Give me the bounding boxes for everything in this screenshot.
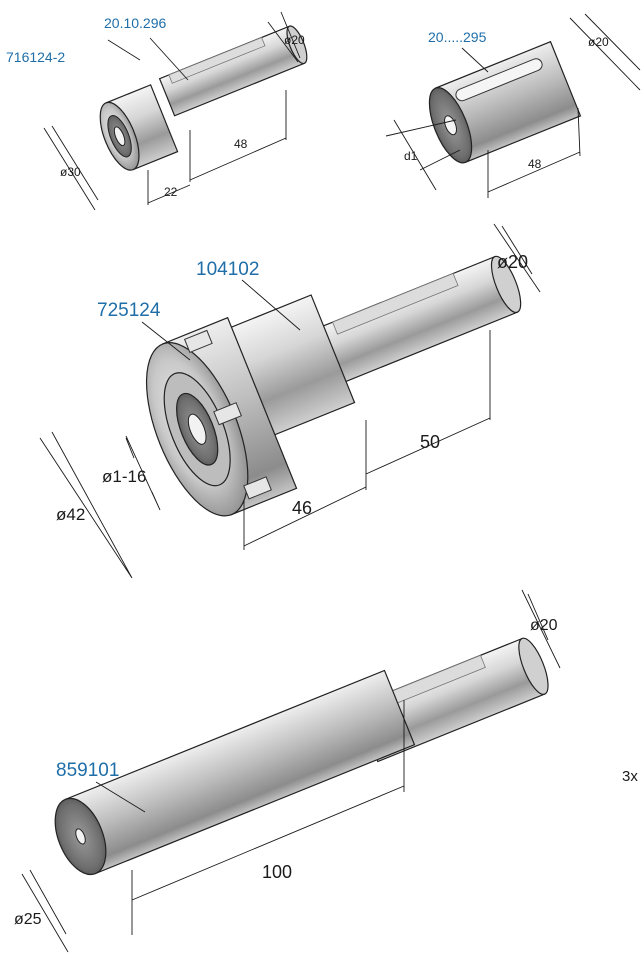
dim-label-o20-a: ø20 [284,33,305,47]
arbor-20-10-296 [158,25,308,117]
dim-label-50: 50 [420,432,440,452]
dim-line-o42 [39,431,133,579]
dim-line-50 [365,330,491,475]
dim-label-o20-d: ø20 [530,617,558,634]
leader-716124-2 [107,39,141,61]
part-number-104102: 104102 [196,259,259,280]
collet-nut-716124-2 [99,84,179,171]
sleeve-20-295 [428,40,582,164]
dim-line-o30 [43,125,99,211]
dim-line-o20-d [521,589,561,669]
part-number-20-295: 20.....295 [428,29,487,45]
assembly-3 [39,223,541,579]
dim-line-o20-c [493,223,541,293]
assembly-4 [21,589,561,953]
dim-label-o25: ø25 [14,911,42,928]
side-note: 3x [622,768,638,785]
dim-label-46: 46 [292,498,312,518]
dim-line-d1 [385,119,461,191]
part-number-20-10-296: 20.10.296 [104,15,166,31]
part-number-859101: 859101 [56,760,119,781]
collet-nut-725124 [145,316,298,517]
dim-label-o1-16: ø1-16 [102,467,146,486]
dim-label-o42: ø42 [56,505,85,524]
dim-line-100 [131,700,405,935]
dim-line-o25 [21,869,69,953]
dim-label-o20-b: ø20 [588,35,609,49]
dim-label-o30: ø30 [60,165,81,179]
part-number-725124: 725124 [97,300,161,321]
assembly-2 [385,13,641,198]
shank-104102 [226,255,522,438]
dim-label-22: 22 [164,185,178,199]
leader-104102 [241,279,301,331]
leader-859101 [95,781,146,813]
dim-line-o1-16 [125,435,161,511]
dim-line-22 [147,170,191,205]
dim-line-48-a [189,90,287,182]
dim-label-48-a: 48 [234,137,248,151]
dim-label-d1: d1 [404,149,418,163]
dim-line-46 [243,420,367,550]
leader-20-10-296 [149,37,189,81]
part-number-716124-2: 716124-2 [6,49,65,65]
dim-line-o20-b [569,13,641,91]
leader-20-295 [461,47,489,73]
dim-line-48-b [487,107,581,198]
assembly-1 [43,11,308,211]
leader-725124 [141,321,191,361]
extension-859101 [54,669,416,876]
dim-label-100: 100 [262,862,292,882]
dim-label-48-b: 48 [528,157,542,171]
dim-line-o20-a [267,11,301,63]
dim-label-o20-c: ø20 [497,252,528,272]
